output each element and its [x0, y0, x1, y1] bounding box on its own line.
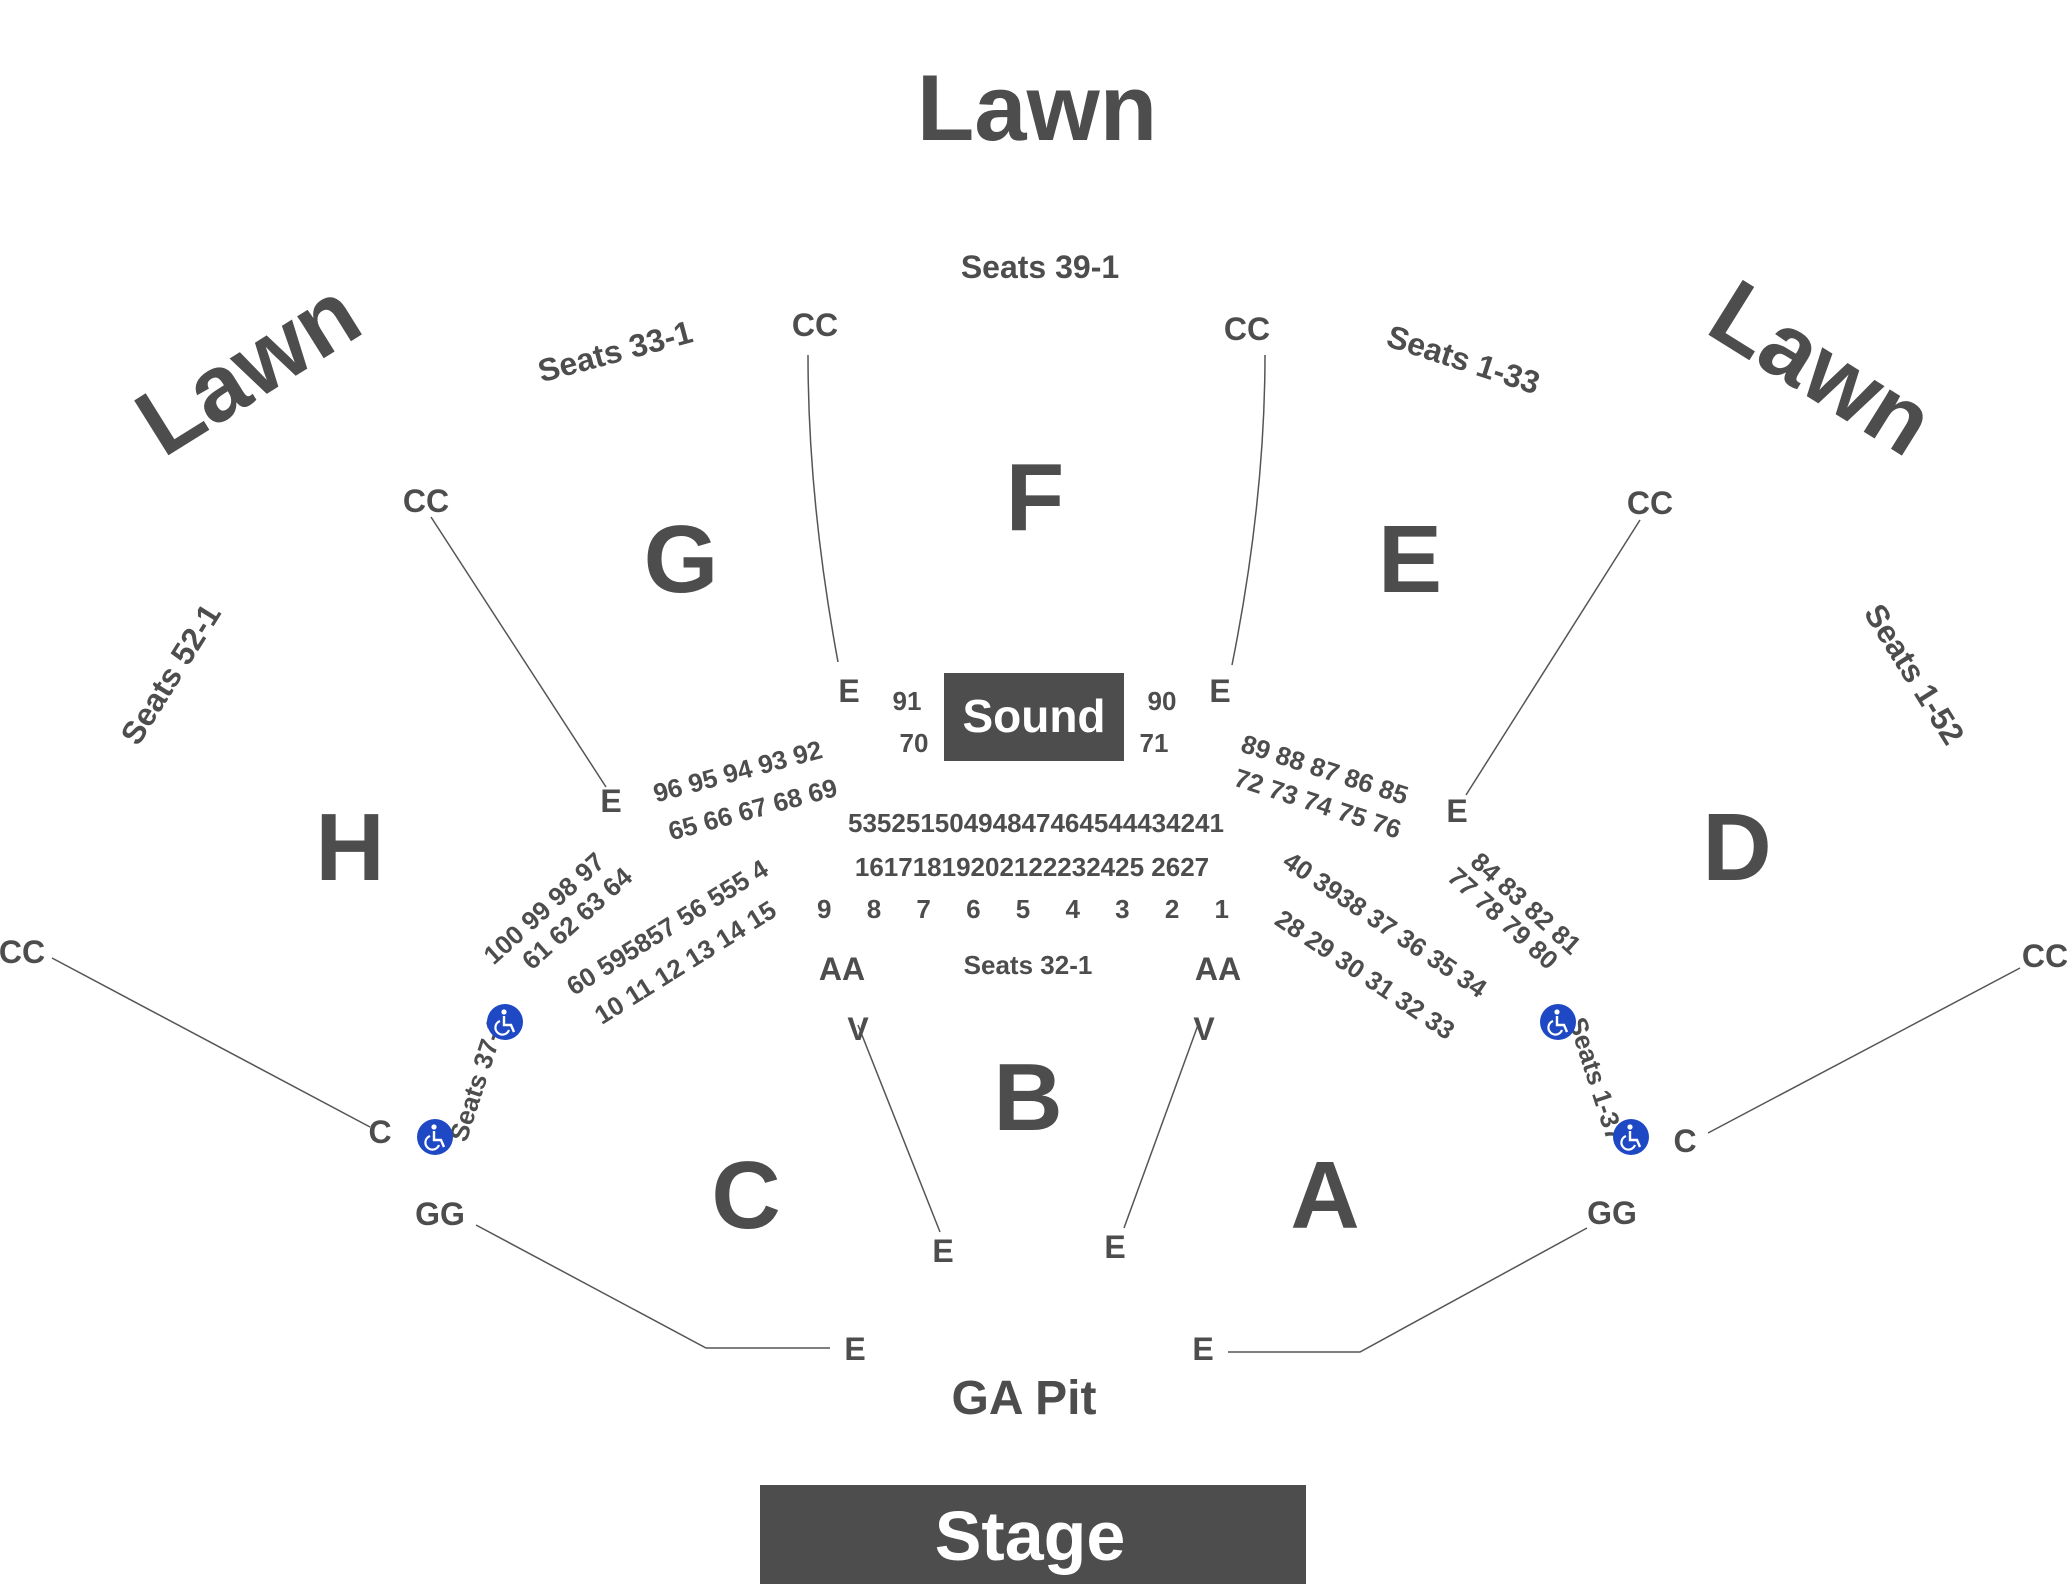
seats-range-d: Seats 1-52 — [1857, 597, 1971, 750]
wheelchair-accessible-icon[interactable] — [487, 1004, 523, 1040]
row-label-aa: AA — [819, 951, 865, 987]
row-label-cc: CC — [1224, 311, 1270, 347]
row-label-c: C — [1673, 1123, 1696, 1159]
ga-pit-label[interactable]: GA Pit — [952, 1372, 1097, 1425]
aisle-line-b-c — [857, 1024, 941, 1233]
section-h[interactable]: H — [315, 794, 384, 901]
row-label-gg: GG — [1587, 1195, 1637, 1231]
row-label-e: E — [838, 673, 859, 709]
seats-range-top: Seats 39-1 — [961, 249, 1119, 285]
row-label-e: E — [844, 1331, 865, 1367]
row-label-v: V — [847, 1011, 869, 1047]
sound-box — [944, 673, 1124, 761]
seat-number: 90 — [1148, 686, 1177, 716]
aisle-line-far-left — [51, 957, 371, 1128]
row-label-cc: CC — [1627, 485, 1673, 521]
wheelchair-accessible-icon[interactable] — [1613, 1119, 1649, 1155]
wheelchair-accessible-icon[interactable] — [1540, 1004, 1576, 1040]
aisle-line-pit-right — [1228, 1227, 1588, 1353]
section-e[interactable]: E — [1378, 506, 1442, 613]
aisle-line-left-center — [807, 354, 839, 663]
section-b[interactable]: B — [993, 1044, 1062, 1151]
sound-label: Sound — [962, 690, 1105, 742]
row-label-cc: CC — [2022, 938, 2068, 974]
section-g[interactable]: G — [644, 506, 719, 613]
lawn-label-top[interactable]: Lawn — [917, 55, 1157, 160]
sound-booth: Sound — [944, 673, 1124, 761]
aisle-lines — [51, 354, 2021, 1353]
section-c[interactable]: C — [711, 1142, 780, 1249]
section-f[interactable]: F — [1006, 444, 1065, 551]
section-d[interactable]: D — [1702, 794, 1771, 901]
aisle-line-g-h — [430, 516, 607, 788]
lawn-label-right[interactable]: Lawn — [1693, 259, 1952, 475]
row-label-e: E — [1446, 793, 1467, 829]
aisle-line-far-right — [1707, 967, 2021, 1134]
seat-row-b-a: 53525150494847464544434241 — [848, 808, 1224, 838]
seats-range-b: Seats 32-1 — [964, 950, 1093, 980]
row-label-gg: GG — [415, 1196, 465, 1232]
seat-row-b-b: 16171819202122232425 2627 — [855, 852, 1209, 882]
seat-row-b-c: 9 8 7 6 5 4 3 2 1 — [817, 894, 1243, 924]
section-a[interactable]: A — [1290, 1142, 1359, 1249]
wheelchair-accessible-icon[interactable] — [417, 1119, 453, 1155]
row-label-e: E — [1209, 673, 1230, 709]
row-label-cc: CC — [792, 307, 838, 343]
aisle-line-right-center — [1231, 354, 1266, 666]
seats-range-g: Seats 33-1 — [534, 313, 696, 389]
stage-box — [760, 1485, 1306, 1584]
row-label-e: E — [1104, 1229, 1125, 1265]
seats-range-h: Seats 52-1 — [113, 597, 227, 750]
row-label-e: E — [932, 1233, 953, 1269]
stage-label: Stage — [935, 1497, 1126, 1575]
aisle-line-e-d — [1465, 519, 1641, 796]
row-label-c: C — [368, 1114, 391, 1150]
seats-range-e: Seats 1-33 — [1383, 318, 1545, 401]
aisle-line-pit-left — [475, 1224, 830, 1349]
row-label-aa: AA — [1195, 951, 1241, 987]
seat-number: 91 — [893, 686, 922, 716]
row-label-e: E — [600, 783, 621, 819]
seat-number: 71 — [1140, 728, 1169, 758]
row-label-cc: CC — [403, 483, 449, 519]
stage: Stage — [760, 1485, 1306, 1584]
row-label-cc: CC — [0, 934, 45, 970]
row-label-e: E — [1192, 1331, 1213, 1367]
aisle-line-b-a — [1123, 1024, 1199, 1229]
seat-number: 70 — [900, 728, 929, 758]
row-label-v: V — [1193, 1011, 1215, 1047]
lawn-label-left[interactable]: Lawn — [118, 259, 377, 475]
